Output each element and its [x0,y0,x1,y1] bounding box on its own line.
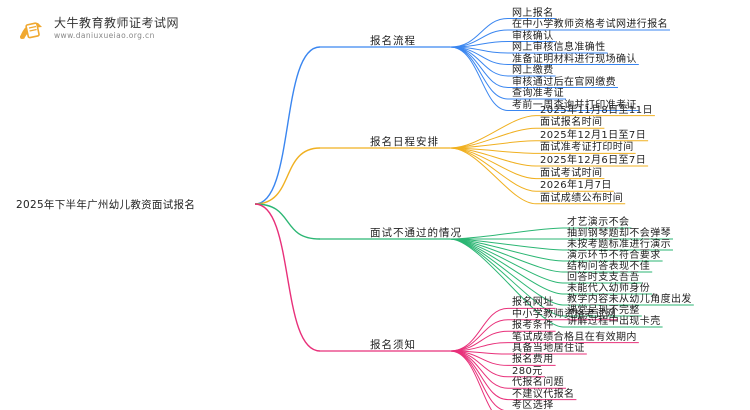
leaf-topic: 才艺演示不会 [567,217,630,228]
leaf-topic: 面试报名时间 [540,117,603,129]
leaf-topic: 面试准考证打印时间 [540,142,634,154]
leaf-connector [449,147,537,192]
leaf-topic: 280元 [512,365,543,377]
leaf-topic: 未按考题标准进行演示 [567,239,671,250]
leaf-topic: 在中小学教师资格考试网进行报名 [512,19,668,30]
leaf-connector [449,227,564,240]
branch-topic: 面试不通过的情况 [370,227,462,239]
leaf-topic: 教学内容未从幼儿角度出发 [567,294,692,305]
leaf-connector [449,330,509,352]
branch-connector [254,203,321,352]
leaf-topic: 面试考试时间 [540,167,603,179]
site-logo[interactable]: 大牛教育教师证考试网 www.daniuxueiao.org.cn [16,16,179,42]
leaf-topic: 未能代入幼师身份 [567,283,651,294]
leaf-connector [449,350,506,410]
leaf-topic: 网上报名 [512,7,554,19]
root-topic: 2025年下半年广州幼儿教资面试报名 [16,199,196,211]
leaf-topic: 代报名问题 [512,377,564,389]
branch-topic: 报名须知 [370,339,416,351]
leaf-topic: 考区选择 [512,400,554,410]
leaf-connector [449,147,537,205]
leaf-topic: 笔试成绩合格且在有效期内 [512,331,637,343]
leaf-topic: 2025年11月8日至11日 [540,104,653,116]
leaf-topic: 考前一周查询并打印准考证 [512,99,637,111]
leaf-topic: 中小学教师资格考试网 [512,308,616,320]
leaf-topic: 结构问答表现不佳 [567,261,651,272]
leaf-connector [449,319,509,352]
leaf-connector [449,238,564,328]
leaf-connector [449,307,509,352]
leaf-topic: 不建议代报名 [512,388,575,400]
leaf-topic: 2025年12月6日至7日 [540,155,647,166]
branch-connector [254,46,321,205]
leaf-topic: 课堂呈现不完整 [567,305,640,316]
branch-topic: 报名流程 [370,35,416,47]
leaf-topic: 网上缴费 [512,65,554,76]
leaf-connector [449,46,509,111]
leaf-topic: 准备证明材料进行现场确认 [512,53,637,65]
leaf-topic: 2025年12月1日至7日 [540,129,647,141]
leaf-topic: 报名网址 [512,297,554,309]
leaf-topic: 具备当地居住证 [512,343,585,354]
leaf-topic: 审核确认 [512,30,554,42]
leaf-topic: 审核通过后在官网缴费 [512,76,616,88]
leaf-topic: 2026年1月7日 [540,180,612,192]
leaf-topic: 面试成绩公布时间 [540,192,624,204]
leaf-connector [449,350,493,410]
logo-url: www.daniuxueiao.org.cn [54,31,155,40]
leaf-connector [449,46,509,77]
leaf-topic: 讲解过程中出现卡壳 [567,316,661,327]
leaf-topic: 演示环节不符合要求 [567,250,661,261]
branch-topic: 报名日程安排 [370,136,439,148]
logo-title: 大牛教育教师证考试网 [54,16,180,30]
branch-connector [254,147,321,205]
book-pencil-icon [16,17,48,41]
leaf-connector [449,18,509,48]
leaf-topic: 查询准考证 [512,88,564,99]
leaf-topic: 报考条件 [512,320,554,332]
leaf-connector [449,115,537,149]
leaf-topic: 网上审核信息准确性 [512,42,606,53]
leaf-connector [449,238,564,295]
leaf-topic: 回答时支支吾吾 [567,272,640,283]
leaf-topic: 报名费用 [512,354,554,366]
leaf-topic: 抽到钢琴题却不会弹琴 [567,228,671,239]
branch-connector [254,203,321,240]
